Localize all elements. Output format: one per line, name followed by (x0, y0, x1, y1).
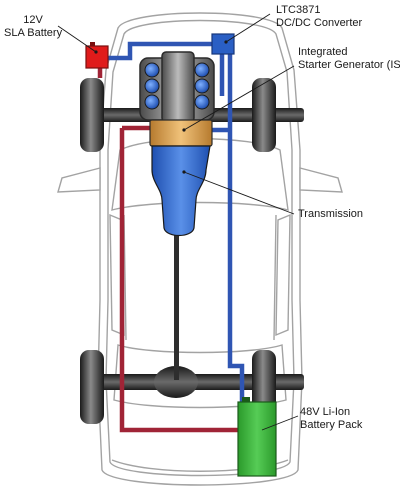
drive-shaft (174, 232, 179, 380)
tires (80, 78, 276, 424)
label-dcdc-converter: LTC3871 DC/DC Converter (276, 4, 362, 30)
transmission-housing (151, 145, 211, 237)
engine-cylinder (194, 78, 210, 94)
engine-cylinder (194, 62, 210, 78)
callout-lines (57, 13, 299, 431)
label-12v-battery-line1: 12V (23, 14, 43, 26)
side-mirrors (57, 167, 343, 193)
blue-wires (108, 41, 245, 402)
label-48v-line2: Battery Pack (300, 419, 363, 431)
dcdc-converter (211, 33, 235, 55)
label-isg: Integrated Starter Generator (ISG) (298, 46, 400, 72)
tire-front-left (80, 78, 104, 152)
tire-rear-left (80, 350, 104, 424)
battery-48v-pack (237, 401, 277, 477)
label-dcdc-line1: LTC3871 (276, 4, 321, 16)
battery-12v (85, 45, 109, 69)
tire-front-right (252, 78, 276, 152)
engine-cylinder (144, 94, 160, 110)
label-12v-battery: 12V SLA Battery (4, 14, 62, 40)
label-transmission-text: Transmission (298, 208, 363, 220)
label-12v-battery-line2: SLA Battery (4, 27, 63, 39)
rear-differential (154, 366, 198, 398)
engine-block (139, 51, 215, 123)
label-isg-line2: Starter Generator (ISG) (298, 59, 400, 71)
label-dcdc-line2: DC/DC Converter (276, 17, 363, 29)
engine-cylinder (144, 78, 160, 94)
label-transmission: Transmission (298, 208, 363, 221)
isg-block (149, 119, 213, 147)
engine-cylinder (144, 62, 160, 78)
label-48v-line1: 48V Li-Ion (300, 406, 351, 418)
engine-cylinder (194, 94, 210, 110)
label-48v-battery: 48V Li-Ion Battery Pack (300, 406, 362, 432)
label-isg-line1: Integrated (298, 46, 348, 58)
